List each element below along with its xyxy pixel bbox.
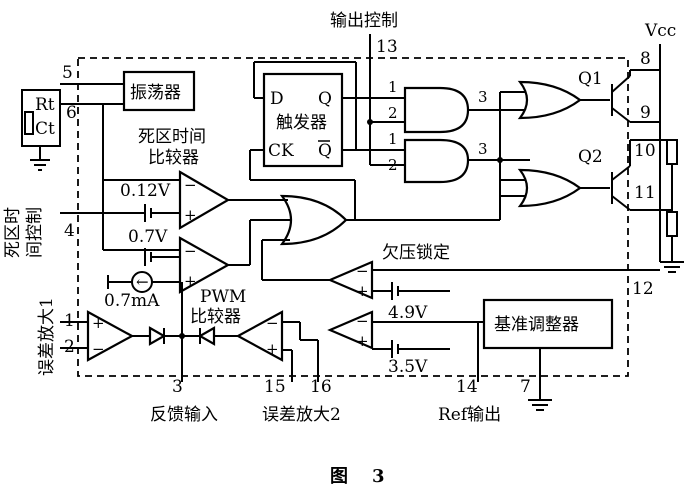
ea1-plus: + (92, 314, 105, 332)
error-amp2-label: 误差放大2 (262, 405, 341, 425)
ff-d: D (270, 89, 284, 109)
pin15-number: 15 (264, 377, 286, 397)
pin7-number: 7 (520, 377, 531, 397)
pin5-number: 5 (62, 63, 73, 83)
q2-label: Q2 (578, 147, 603, 167)
oc-node (367, 119, 373, 125)
and1-in1-label: 1 (388, 78, 398, 96)
ref-comp-minus: − (356, 312, 369, 330)
vcc-label: Vcc (644, 21, 676, 41)
pin11-number: 11 (634, 183, 656, 203)
pin4-number: 4 (64, 221, 75, 241)
figure-caption-word: 图 (330, 466, 348, 487)
feedback-input-label: 反馈输入 (150, 405, 218, 425)
oscillator-block (122, 70, 196, 112)
ref-output-label: Ref输出 (438, 405, 501, 425)
deadtime-comparator (178, 170, 231, 230)
ct-label: Ct (35, 119, 55, 139)
oscillator-label: 振荡器 (130, 83, 181, 103)
pin13-number: 13 (376, 37, 398, 57)
transistor-q2 (611, 165, 631, 211)
flip-flop (262, 72, 344, 168)
ea1-minus: − (92, 340, 105, 358)
chip-boundary (77, 57, 629, 377)
load-resistor-2 (666, 211, 678, 237)
rt-label: Rt (35, 95, 55, 115)
output-control-label: 输出控制 (330, 11, 398, 31)
pin3-number: 3 (172, 377, 183, 397)
deadtime-comp-minus: − (184, 176, 197, 194)
uvlo-minus: − (356, 262, 369, 280)
pin12-number: 12 (632, 279, 654, 299)
battery-35v (391, 340, 399, 358)
deadtime-bus-node (497, 157, 503, 163)
pwm-comp-minus: − (184, 242, 197, 260)
or-gate-q1 (517, 80, 582, 120)
and2-in2-label: 2 (388, 156, 398, 174)
diode-1 (148, 326, 167, 346)
or-gate-q2 (517, 168, 582, 208)
ref-comparator (327, 310, 374, 350)
ea2-plus: + (266, 340, 279, 358)
and-gate-1 (403, 86, 470, 134)
transistor-q1 (611, 75, 631, 123)
v35-label: 3.5V (388, 357, 428, 377)
and1-out-label: 3 (478, 88, 488, 106)
uvlo-comparator (327, 260, 374, 300)
and1-in2-label: 2 (388, 104, 398, 122)
uvlo-plus: + (356, 282, 369, 300)
ff-name: 触发器 (276, 113, 327, 133)
v49-label: 4.9V (388, 303, 428, 323)
pin16-number: 16 (310, 377, 332, 397)
ff-qbar: Q (318, 141, 332, 161)
battery-012v (144, 204, 152, 222)
battery-49v (391, 282, 399, 300)
deadtime-comp-title2: 比较器 (148, 148, 199, 168)
uvlo-label: 欠压锁定 (382, 243, 450, 263)
ref-comp-plus: + (356, 332, 369, 350)
rt-resistor (24, 111, 34, 135)
diode-2 (197, 326, 216, 346)
ground-symbol-right (660, 261, 684, 273)
pwm-comp-title: PWM (200, 287, 246, 307)
pwm-comp-plus: + (184, 272, 197, 290)
reference-regulator (482, 298, 614, 350)
pin6-number: 6 (66, 103, 77, 123)
and2-out-label: 3 (478, 140, 488, 158)
pwm-comparator (178, 236, 231, 294)
v012-label: 0.12V (120, 181, 171, 201)
error-amp-2 (235, 310, 284, 362)
ground-symbol-left (30, 159, 50, 171)
ea2-minus: − (266, 314, 279, 332)
ground-symbol-bottom (528, 399, 552, 411)
and2-in1-label: 1 (388, 130, 398, 148)
load-resistor-1 (666, 139, 678, 165)
pin10-number: 10 (634, 141, 656, 161)
and-gate-2 (403, 138, 470, 184)
q1-label: Q1 (578, 69, 603, 89)
deadtime-control-label-1: 死区时 (3, 207, 23, 258)
figure-caption-number: 3 (372, 466, 385, 487)
v07-label: 0.7V (128, 227, 168, 247)
deadtime-comp-plus: + (184, 206, 197, 224)
pin14-number: 14 (456, 377, 478, 397)
ma07-label: 0.7mA (104, 291, 160, 311)
reference-regulator-label: 基准调整器 (494, 315, 579, 335)
ff-ck: CK (268, 141, 294, 161)
error-amp1-label: 误差放大1 (37, 297, 57, 376)
or-gate-main (279, 194, 348, 246)
current-source-arrow: ← (136, 273, 149, 291)
ff-q: Q (318, 89, 332, 109)
pwm-comp-title2: 比较器 (190, 307, 241, 327)
pin8-number: 8 (640, 49, 651, 69)
error-amp-1 (86, 310, 135, 362)
pin9-number: 9 (640, 103, 651, 123)
deadtime-comp-title: 死区时间 (138, 127, 206, 147)
deadtime-control-label-2: 间控制 (25, 207, 45, 258)
